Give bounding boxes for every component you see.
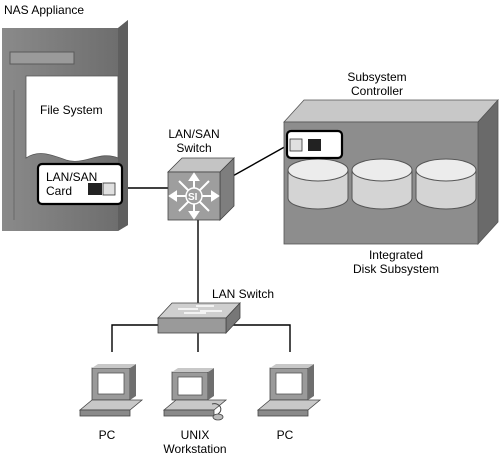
disk-subsystem-label-line1: Integrated [368,248,424,262]
workstation-icon [162,368,228,421]
card-label-line1: LAN/SAN [46,170,98,184]
disk-drive-icon [415,158,477,210]
switch-badge: SI [188,192,198,203]
nas-appliance [2,20,128,231]
client-label-line1: PC [98,428,116,442]
card-label-line2: Card [46,184,73,198]
pc-icon [256,364,322,417]
disk-subsystem-label-line2: Disk Subsystem [352,262,440,276]
card-port-icon [88,183,102,195]
lan-switch-icon [157,301,241,335]
disk-drive-icon [287,158,349,210]
controller-port-icon [308,139,321,151]
lan-san-switch-label-line1: LAN/SAN [168,127,220,141]
client-label-line1: UNIX [180,428,210,442]
subsystem-controller-label-line1: Subsystem [347,70,407,84]
integrated-disk-subsystem [283,98,499,246]
lan-san-switch-label-line2: Switch [176,141,212,155]
client-label-line1: PC [276,428,294,442]
disk-drive-icon [351,158,413,210]
lan-san-switch-icon [167,157,235,221]
lan-switch-label: LAN Switch [212,287,275,301]
nas-appliance-title: NAS Appliance [4,3,85,17]
pc-icon [78,364,144,417]
client-label-line2: Workstation [163,442,227,456]
file-system-label: File System [40,103,103,117]
subsystem-controller-label-line2: Controller [350,84,404,98]
